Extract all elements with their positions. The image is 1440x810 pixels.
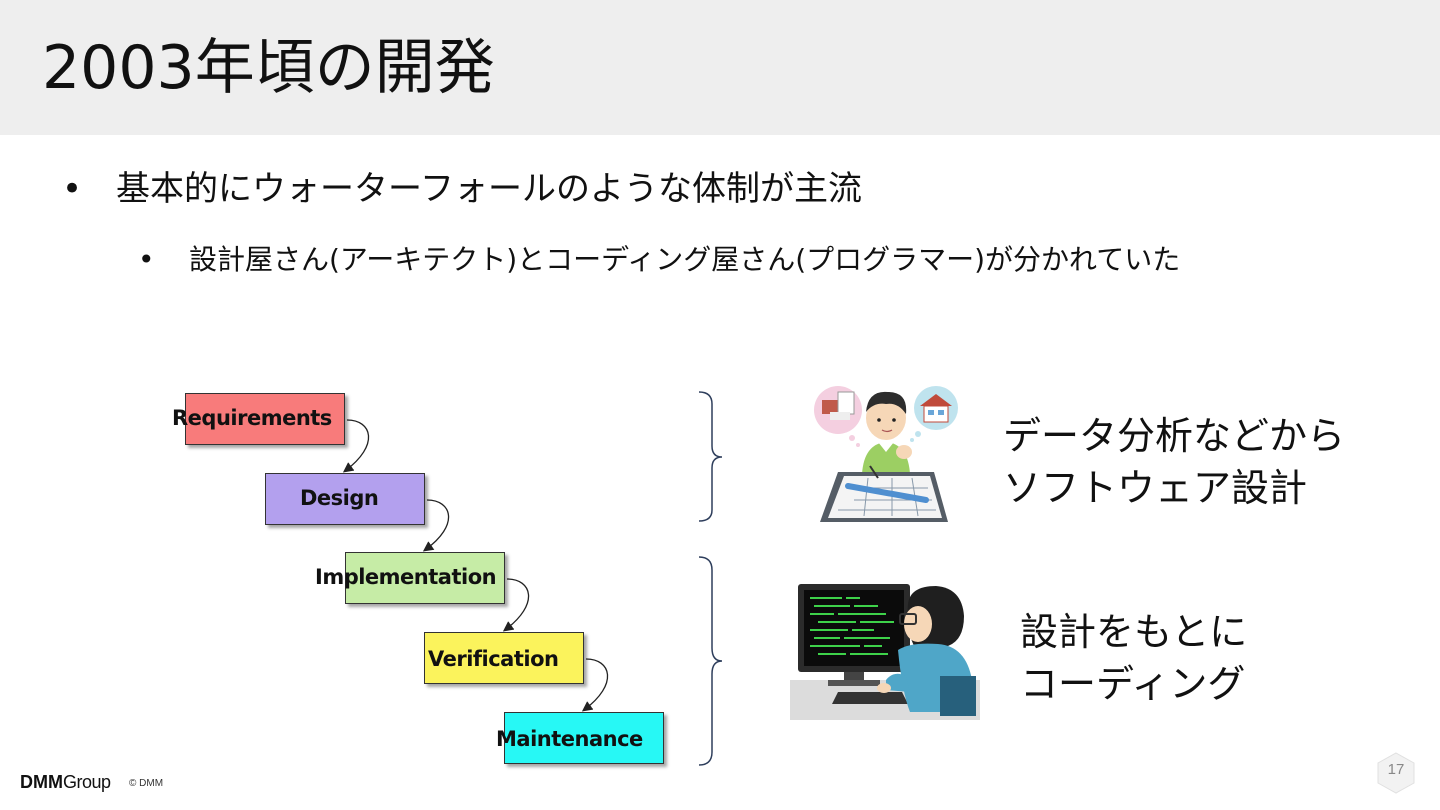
waterfall-step-maintenance (504, 712, 664, 764)
waterfall-label: Design (300, 486, 379, 510)
programmer-description-line2: コーディング (1020, 662, 1246, 706)
flow-arrow (581, 658, 609, 712)
architect-description-line1: データ分析などから (1003, 414, 1346, 458)
waterfall-label: Implementation (315, 565, 497, 589)
brace-architect (698, 391, 723, 522)
bullet-level1-text: 基本的にウォーターフォールのような体制が主流 (116, 169, 862, 209)
brace-programmer (698, 556, 723, 766)
bullet-level2-text: 設計屋さん(アーキテクト)とコーディング屋さん(プログラマー)が分かれていた (189, 243, 1181, 276)
bullet-marker: • (62, 169, 83, 209)
waterfall-step-design (265, 473, 425, 525)
architect-description-line2: ソフトウェア設計 (1003, 466, 1308, 510)
waterfall-step-verification (424, 632, 584, 684)
waterfall-step-requirements (185, 393, 345, 445)
waterfall-step-implementation (345, 552, 505, 604)
page-number: 17 (1387, 761, 1405, 778)
company-logo: DMMGroup (20, 772, 111, 793)
logo-group: Group (63, 772, 111, 792)
flow-arrow (342, 419, 370, 473)
slide-title: 2003年頃の開発 (42, 33, 495, 103)
programmer-illustration (790, 584, 980, 720)
page-number-badge: 17 (1376, 752, 1416, 794)
waterfall-label: Requirements (172, 406, 332, 430)
bullet-marker: • (138, 243, 155, 276)
copyright: © DMM (129, 778, 164, 789)
programmer-description-line1: 設計をもとに (1020, 610, 1248, 654)
flow-arrow (502, 578, 530, 632)
flow-arrow (422, 499, 450, 552)
logo-dmm: DMM (20, 772, 63, 792)
architect-illustration (814, 386, 958, 522)
waterfall-label: Maintenance (496, 727, 643, 751)
title-bar (0, 0, 1440, 135)
waterfall-label: Verification (428, 647, 559, 671)
hexagon-icon (1377, 752, 1415, 794)
